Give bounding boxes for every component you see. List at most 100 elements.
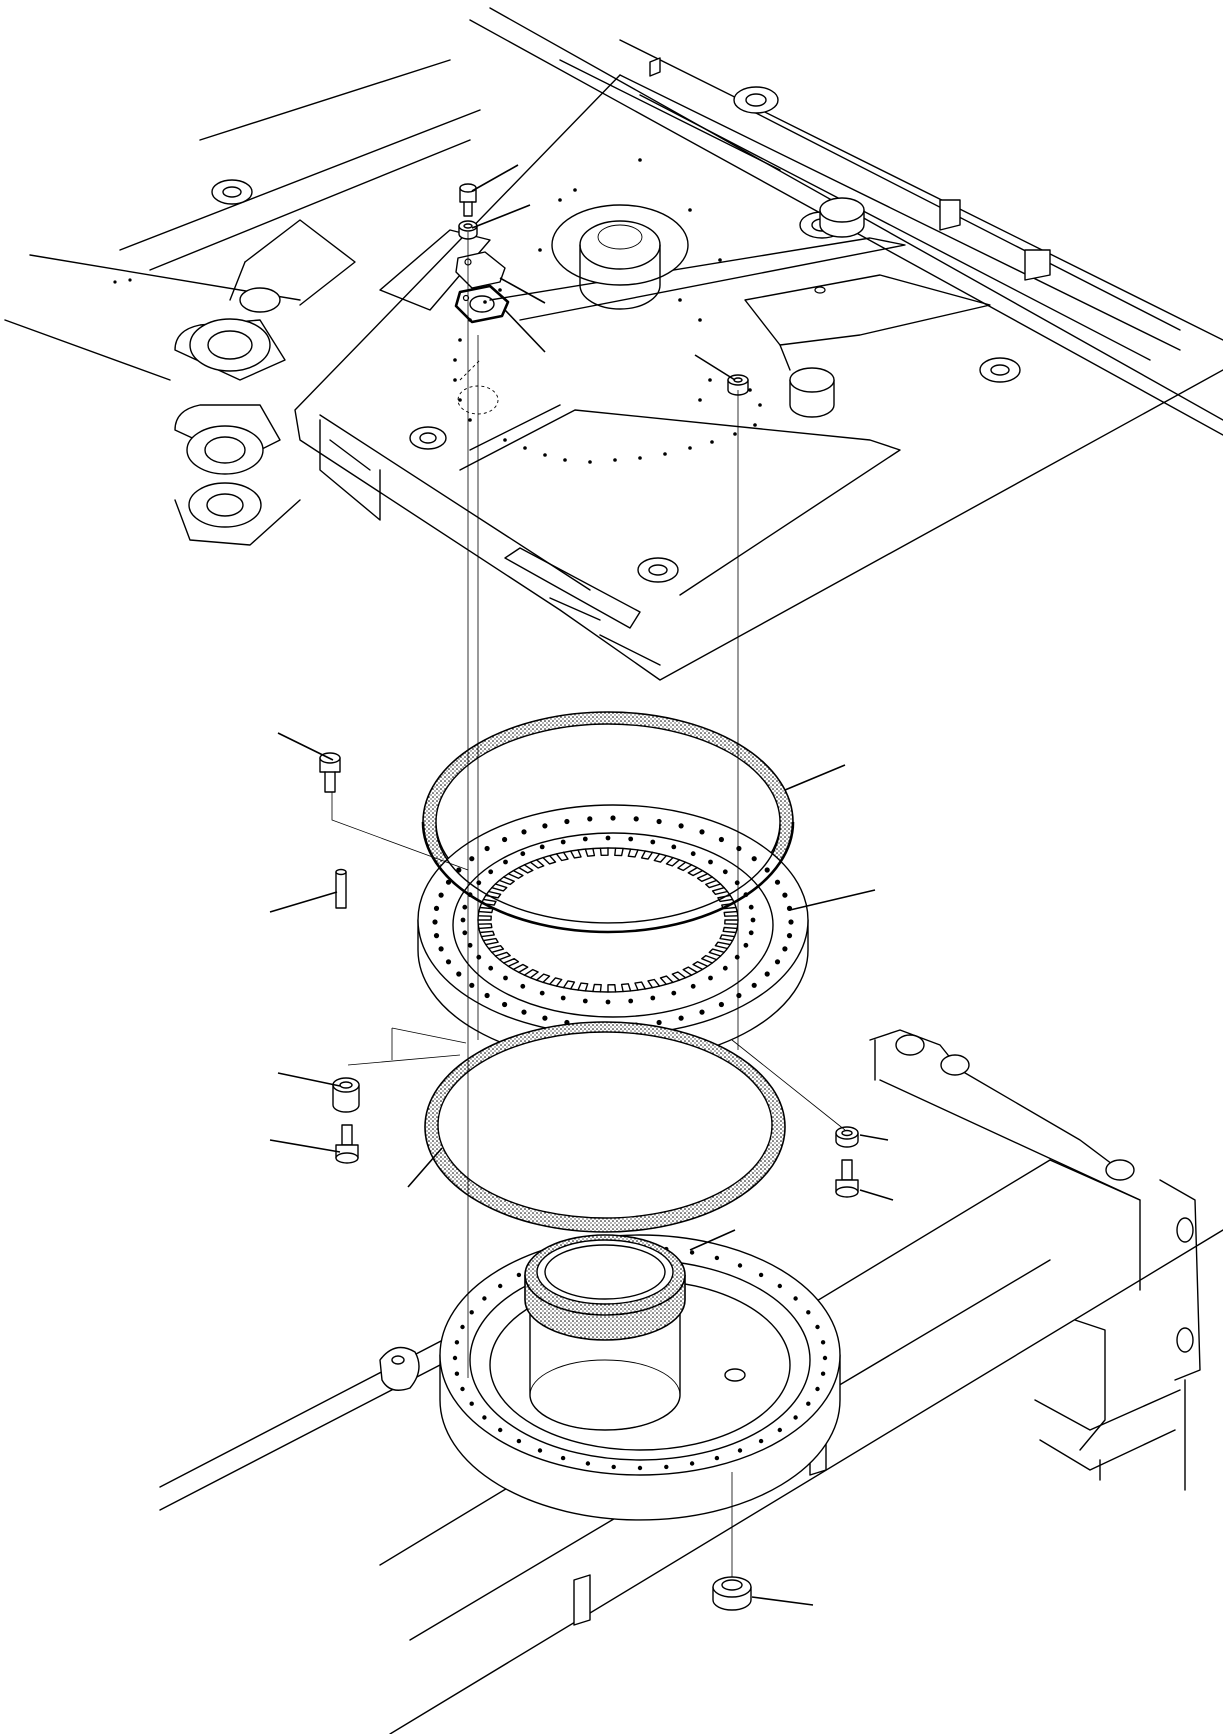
bearing-bolt-hole [764, 971, 770, 977]
bearing-inner-bolt-hole [503, 859, 508, 865]
bearing-inner-bolt-hole [748, 904, 754, 910]
bearing-bolt-hole [788, 919, 794, 925]
bearing-bolt-hole [782, 946, 788, 952]
grease-fitting-icon [712, 1576, 752, 1611]
mount-bolt-hole [498, 1283, 503, 1289]
bearing-bolt-hole [782, 892, 788, 898]
mount-bolt-hole [460, 1324, 465, 1330]
bearing-inner-bolt-hole [722, 869, 728, 875]
callout-leader [269, 1139, 341, 1153]
bearing-inner-bolt-hole [722, 965, 728, 971]
bearing-bolt-hole [786, 933, 793, 939]
bearing-bolt-hole [564, 818, 570, 825]
bearing-bolt-hole [432, 919, 438, 925]
deck-bolt-holes [113, 158, 762, 464]
bearing-bolt-hole [656, 818, 662, 825]
upper-revolving-frame [4, 7, 1223, 681]
gear-tooth-profile [477, 847, 739, 993]
bearing-bolt-hole [542, 823, 548, 829]
mount-bolt-hole [689, 1461, 695, 1466]
bearing-bolt-hole [445, 959, 452, 965]
mount-bolt-hole [498, 1427, 503, 1433]
mount-bolt-hole [806, 1401, 811, 1406]
bearing-inner-bolt-hole [503, 975, 508, 981]
mount-bolt-hole [460, 1386, 465, 1392]
bolt-icon [319, 752, 341, 793]
callout-leader [277, 732, 334, 761]
bearing-inner-bolt-hole [560, 995, 566, 1001]
bearing-bolt-hole [718, 1001, 725, 1008]
mount-bolt-hole [806, 1310, 811, 1315]
mount-bolt-hole [469, 1310, 474, 1315]
bearing-bolt-holes [432, 815, 794, 1029]
bearing-bolt-hole [633, 816, 639, 822]
mount-bolt-hole [637, 1465, 643, 1471]
bearing-inner-bolt-hole [520, 851, 526, 857]
mount-bolt-hole [585, 1461, 591, 1466]
bearing-bolt-hole [751, 982, 757, 988]
bearing-bolt-hole [736, 992, 742, 999]
callout-leader [689, 1229, 736, 1251]
bearing-bolt-hole [699, 829, 705, 835]
bearing-bolt-hole [456, 971, 462, 977]
mount-bolt-hole [537, 1448, 543, 1453]
mount-bolt-hole [560, 1455, 566, 1461]
spacer-icon [332, 1077, 360, 1113]
mount-bolt-hole [611, 1464, 616, 1470]
callout-leader [694, 354, 736, 381]
bearing-inner-bolt-hole [582, 836, 588, 842]
callout-leader [504, 309, 546, 353]
mount-bolt-hole [714, 1255, 720, 1261]
bearing-bolt-hole [656, 1019, 662, 1026]
bearing-inner-bolt-hole [628, 836, 634, 842]
mount-bolt-hole [793, 1415, 798, 1420]
mount-bolt-hole [758, 1438, 764, 1444]
mount-bolt-hole [777, 1283, 782, 1289]
mount-bolt-hole [777, 1427, 782, 1433]
bearing-bolt-hole [502, 836, 508, 843]
bolt-icon [459, 183, 477, 217]
bearing-inner-bolt-hole [671, 990, 677, 996]
bearing-bolt-hole [751, 856, 757, 862]
mount-bolt-hole [815, 1324, 820, 1330]
mount-bolt-hole [454, 1340, 460, 1345]
nut-icon [727, 374, 749, 396]
bearing-bolt-hole [542, 1015, 548, 1021]
bearing-bolt-hole [521, 829, 527, 835]
bearing-inner-bolt-hole [628, 998, 634, 1004]
bearing-inner-bolt-hole [582, 998, 588, 1004]
bearing-bolt-hole [469, 856, 475, 862]
bearing-inner-bolt-hole [750, 917, 756, 923]
mount-bolt-hole [822, 1355, 828, 1361]
bearing-bolt-hole [718, 836, 725, 843]
bearing-inner-bolt-hole [476, 880, 482, 886]
alignment-lines [331, 232, 846, 1577]
bearing-inner-bolt-hole [462, 930, 468, 936]
bearing-bolt-hole [502, 1001, 508, 1008]
callout-leader [499, 277, 546, 304]
mount-bolt-hole [482, 1415, 487, 1420]
bearing-bolt-hole [610, 815, 616, 821]
bearing-bolt-hole [433, 905, 440, 912]
gear-teeth [477, 847, 739, 993]
mount-bolt-hole [664, 1464, 669, 1470]
mount-bolt-hole [737, 1448, 743, 1453]
mount-bolt-hole [820, 1340, 826, 1345]
callout-leader [751, 1596, 814, 1606]
bearing-inner-bolt-hole [605, 835, 611, 841]
callout-leader [859, 1189, 894, 1201]
bearing-inner-bolt-hole [650, 995, 656, 1001]
callout-leader [784, 764, 846, 791]
gasket-icon [454, 284, 510, 324]
bearing-bolt-hole [484, 992, 490, 999]
bearing-bolt-hole [438, 892, 444, 898]
bearing-inner-bolt-hole [560, 839, 566, 845]
bearing-inner-bolt-hole [539, 990, 545, 996]
bolt-icon [835, 1159, 859, 1198]
bearing-bolt-hole [484, 845, 490, 852]
center-swivel-seal [524, 1234, 686, 1341]
bearing-inner-bolt-hole [520, 983, 526, 989]
mount-bolt-hole [815, 1386, 820, 1392]
